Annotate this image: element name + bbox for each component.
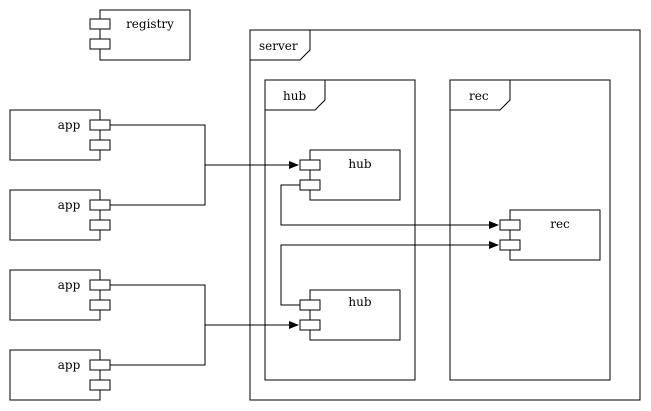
registry-port-1 bbox=[89, 18, 111, 30]
app-box bbox=[9, 269, 101, 321]
rec-package: rec bbox=[449, 79, 611, 381]
app-port-in bbox=[89, 379, 111, 391]
rec-package-tab bbox=[450, 80, 511, 111]
server-boundary bbox=[249, 29, 641, 401]
hub-box bbox=[309, 149, 401, 201]
app-label: app bbox=[58, 118, 81, 132]
app-port-out bbox=[89, 119, 111, 131]
registry-label: registry bbox=[126, 17, 174, 31]
app-port-out bbox=[89, 359, 111, 371]
rec-package-boundary bbox=[449, 79, 611, 381]
hub-port-out bbox=[299, 179, 321, 191]
hub-port-in bbox=[299, 319, 321, 331]
hub-port-out bbox=[299, 299, 321, 311]
hub-port-in bbox=[299, 159, 321, 171]
registry-box bbox=[99, 9, 191, 61]
hub-box bbox=[309, 289, 401, 341]
app-label: app bbox=[58, 198, 81, 212]
app-box bbox=[9, 349, 101, 401]
arrow-hub-1-to-rec bbox=[280, 184, 499, 229]
hub-component-2: hub bbox=[299, 289, 401, 341]
hub-package: hub bbox=[264, 79, 416, 381]
app-label: app bbox=[58, 358, 81, 372]
registry-component: registry bbox=[89, 9, 191, 61]
apps-bottom-bus bbox=[110, 284, 206, 366]
rec-box bbox=[509, 209, 601, 261]
app-component-4: app bbox=[9, 349, 111, 401]
app-port-out bbox=[89, 199, 111, 211]
rec-package-label: rec bbox=[469, 89, 489, 103]
app-box bbox=[9, 109, 101, 161]
app-component-2: app bbox=[9, 189, 111, 241]
app-box bbox=[9, 189, 101, 241]
app-port-in bbox=[89, 219, 111, 231]
server-tab bbox=[250, 30, 311, 61]
apps-top-bus bbox=[110, 124, 206, 206]
rec-port-1 bbox=[499, 219, 521, 231]
app-component-3: app bbox=[9, 269, 111, 321]
hub-package-boundary bbox=[264, 79, 416, 381]
server-label: server bbox=[259, 39, 298, 53]
arrow-hub-2-to-rec bbox=[280, 241, 499, 306]
app-label: app bbox=[58, 278, 81, 292]
server-frame: server bbox=[249, 29, 641, 401]
connections bbox=[110, 124, 499, 366]
hub-label: hub bbox=[348, 295, 371, 309]
rec-port-2 bbox=[499, 239, 521, 251]
hub-label: hub bbox=[348, 157, 371, 171]
rec-label: rec bbox=[550, 217, 570, 231]
hub-package-tab bbox=[265, 80, 326, 111]
rec-component: rec bbox=[499, 209, 601, 261]
app-component-1: app bbox=[9, 109, 111, 161]
hub-package-label: hub bbox=[283, 89, 306, 103]
hub-component-1: hub bbox=[299, 149, 401, 201]
app-port-out bbox=[89, 279, 111, 291]
app-port-in bbox=[89, 139, 111, 151]
app-port-in bbox=[89, 299, 111, 311]
registry-port-2 bbox=[89, 38, 111, 50]
